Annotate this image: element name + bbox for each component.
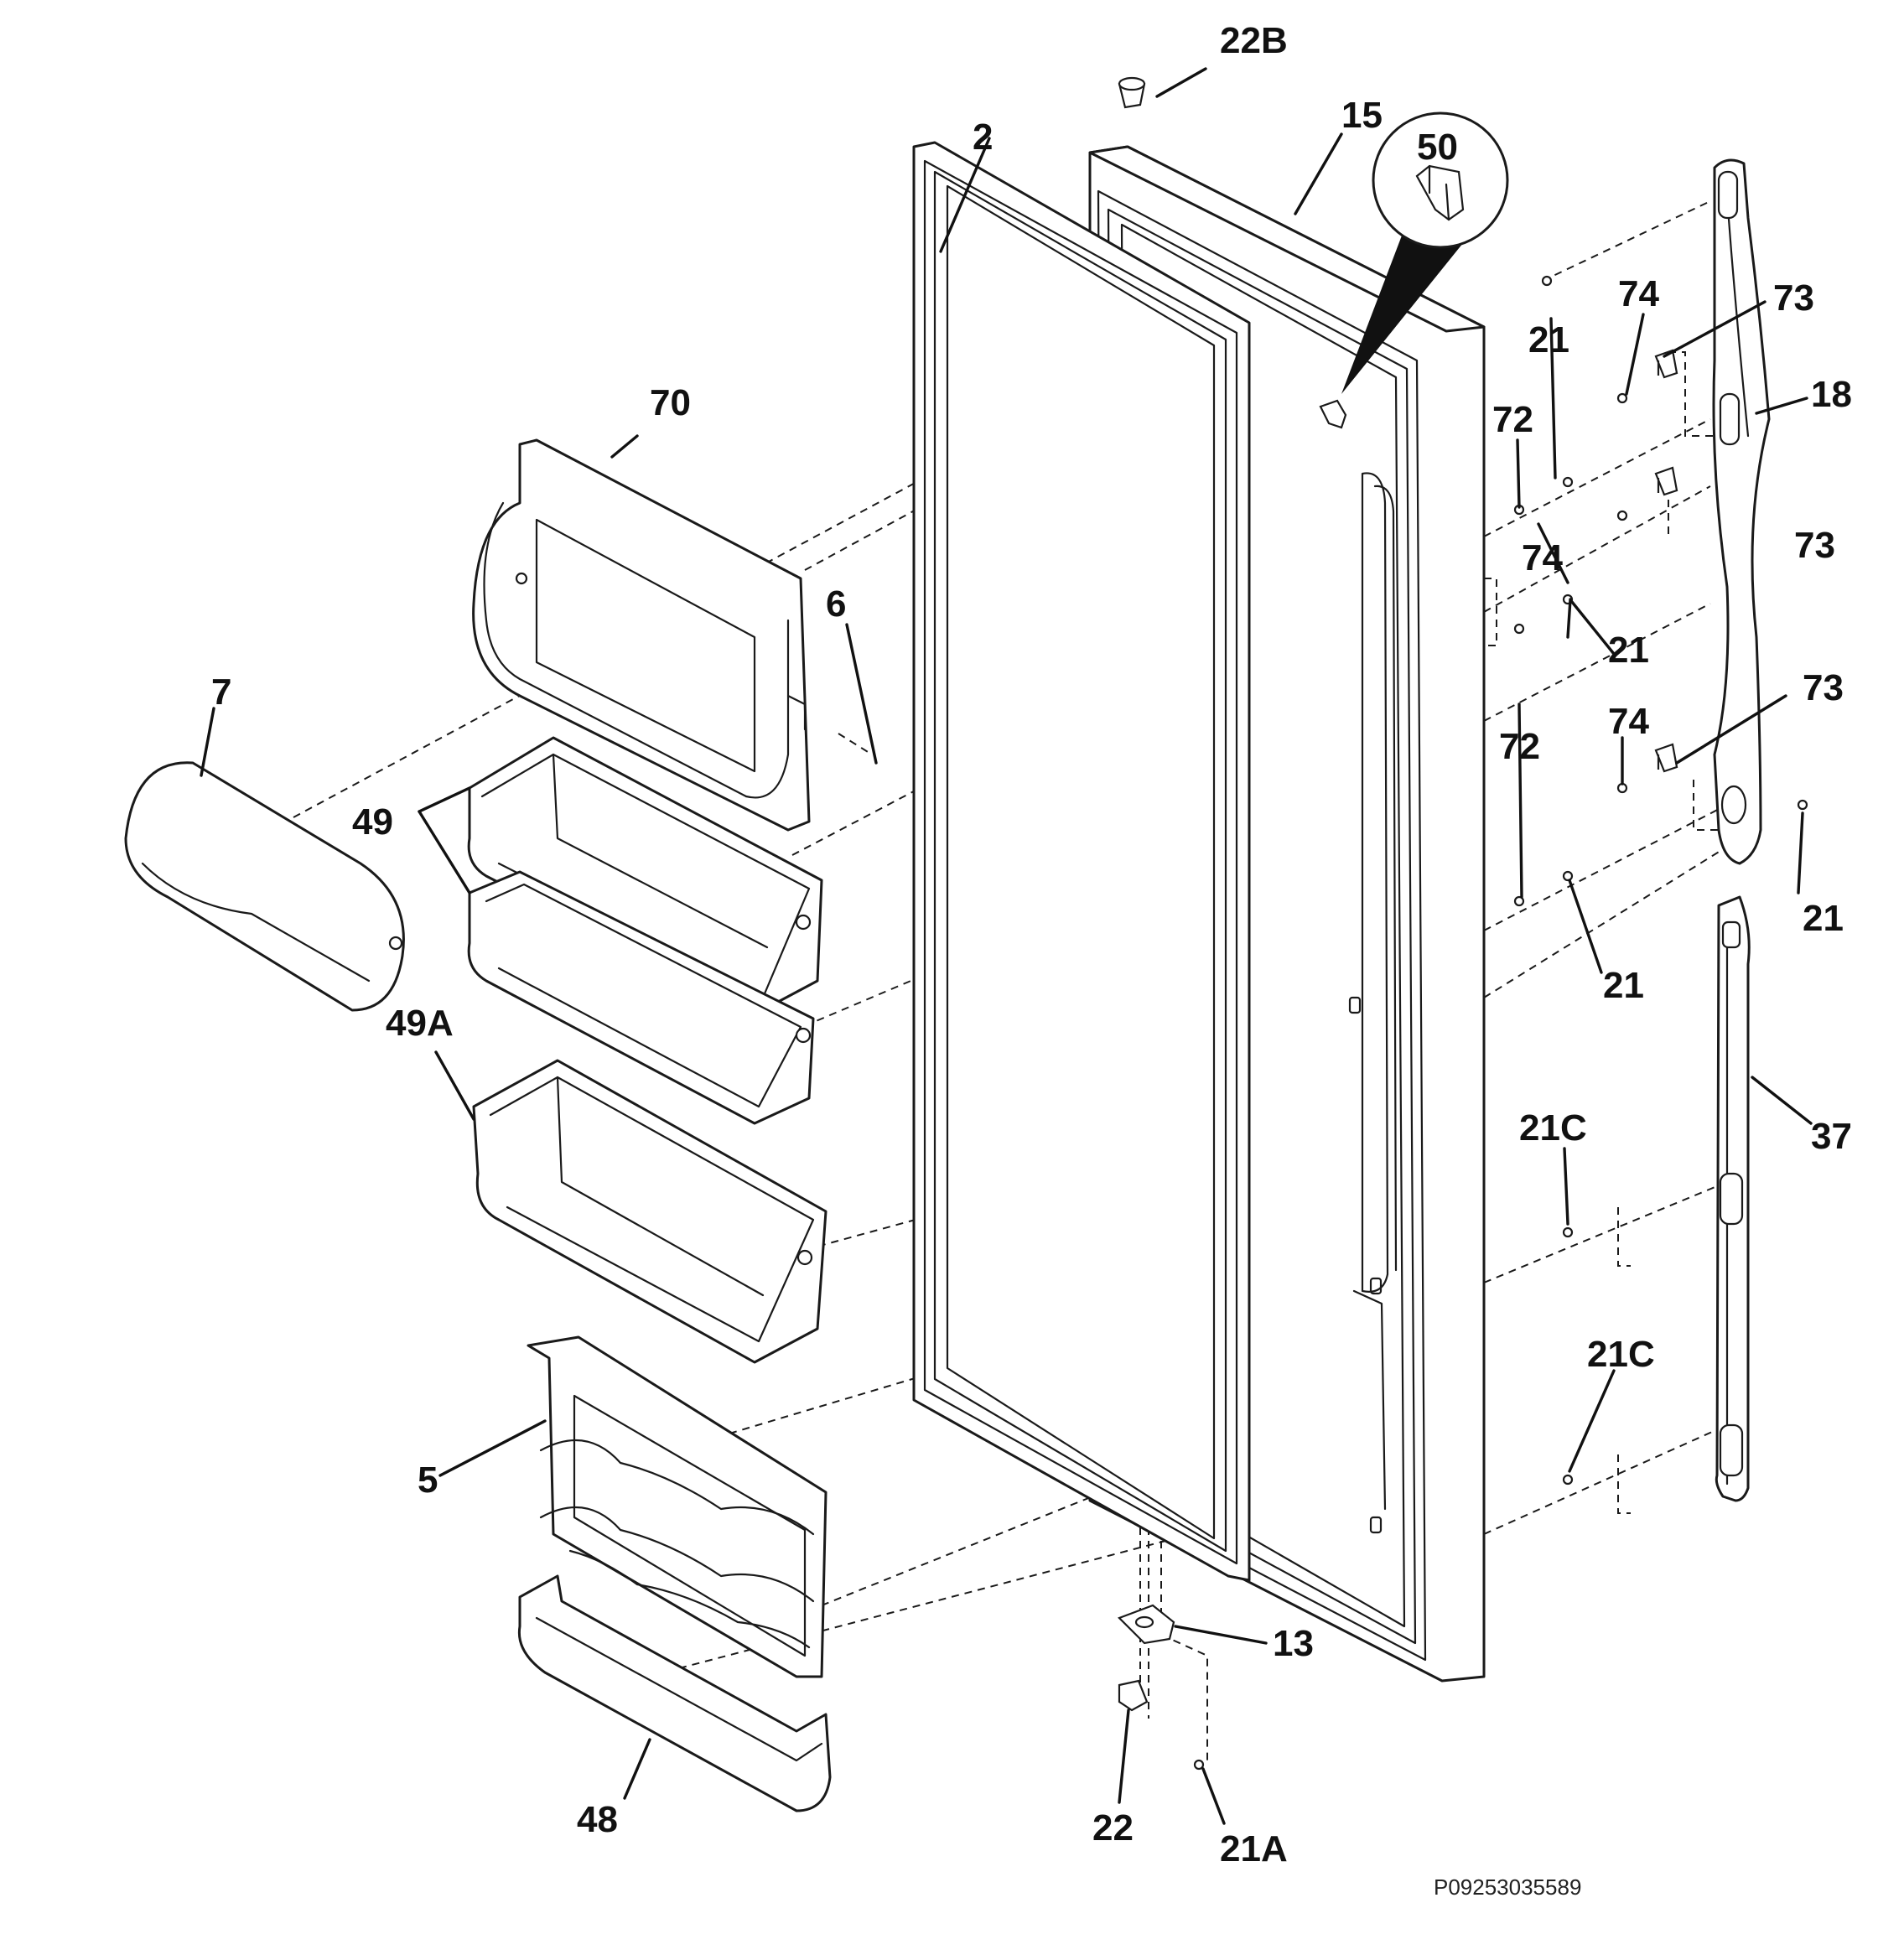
label-21c-lower: 21C (1587, 1334, 1655, 1375)
leader-lines (200, 67, 1813, 1825)
label-49a: 49A (386, 1003, 454, 1044)
label-21c-upper: 21C (1519, 1107, 1587, 1149)
label-2: 2 (973, 117, 993, 158)
bin-70 (472, 438, 811, 832)
label-74-mid: 74 (1522, 537, 1563, 578)
label-21-top: 21 (1528, 319, 1569, 360)
label-13: 13 (1273, 1623, 1314, 1664)
clips-73 (1654, 349, 1678, 773)
label-72-top: 72 (1492, 399, 1533, 440)
bin-48 (517, 1574, 832, 1812)
hinge-pin-22 (1118, 1679, 1149, 1712)
label-6: 6 (826, 583, 846, 625)
part-labels: 22B 2 15 50 74 73 21 18 72 70 74 73 6 21… (211, 20, 1852, 1900)
label-7: 7 (211, 671, 231, 713)
label-21-low: 21 (1603, 965, 1644, 1006)
label-37: 37 (1811, 1116, 1852, 1157)
label-18: 18 (1811, 374, 1852, 415)
label-21-mid: 21 (1608, 630, 1649, 671)
label-48: 48 (577, 1799, 618, 1840)
label-15: 15 (1341, 95, 1383, 136)
label-72-low: 72 (1499, 726, 1540, 767)
catalog-number: P09253035589 (1434, 1874, 1581, 1900)
rack-5 (527, 1335, 827, 1678)
label-22: 22 (1092, 1807, 1134, 1849)
label-49: 49 (352, 801, 393, 843)
bins-49 (467, 736, 823, 1125)
label-73-mid: 73 (1794, 525, 1835, 566)
label-73-top: 73 (1773, 277, 1814, 319)
tank-7 (124, 761, 405, 1012)
hinge-13 (1118, 1604, 1175, 1645)
bin-49a (472, 1059, 827, 1364)
label-74-top: 74 (1618, 273, 1659, 314)
label-73-low: 73 (1803, 667, 1844, 708)
handle-upper (1712, 158, 1771, 865)
label-5: 5 (418, 1460, 438, 1501)
trim-lower (1715, 895, 1751, 1502)
screws (1193, 275, 1808, 1771)
label-74-low: 74 (1608, 701, 1649, 742)
callout-50 (1341, 111, 1509, 394)
label-21-right: 21 (1803, 898, 1844, 939)
gasket (912, 141, 1251, 1582)
label-70: 70 (650, 382, 691, 423)
label-22b: 22B (1220, 20, 1288, 61)
label-50: 50 (1417, 127, 1458, 168)
label-21a: 21A (1220, 1828, 1288, 1869)
cap-22b (1118, 76, 1146, 109)
